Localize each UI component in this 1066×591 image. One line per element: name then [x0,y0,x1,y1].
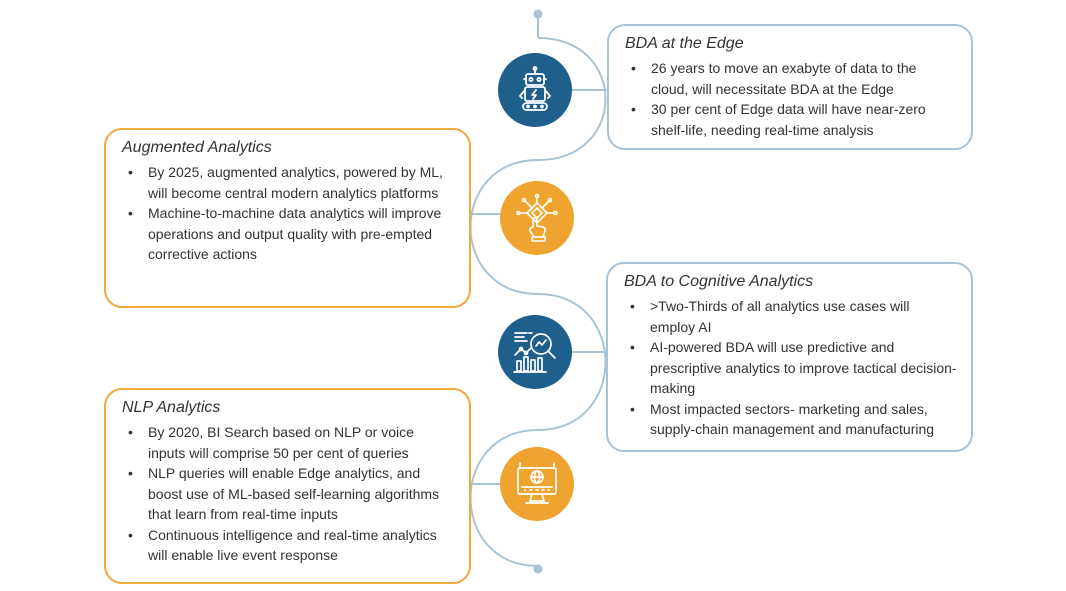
bullet-item: Machine-to-machine data analytics will i… [128,203,455,265]
bullet-item: By 2025, augmented analytics, powered by… [128,162,455,203]
card-bda-to-cognitive-analytics: BDA to Cognitive Analytics >Two-Thirds o… [606,262,973,452]
robot-icon-circle [498,53,572,127]
bullet-item: By 2020, BI Search based on NLP or voice… [128,422,455,463]
computer-globe-icon [517,462,557,504]
card-title: BDA to Cognitive Analytics [624,273,814,290]
bullet-item: >Two-Thirds of all analytics use cases w… [630,296,957,337]
bullet-list: >Two-Thirds of all analytics use cases w… [624,296,957,440]
chip-hand-icon-circle [500,181,574,255]
bullet-item: Most impacted sectors- marketing and sal… [630,399,957,440]
card-nlp-analytics: NLP Analytics By 2020, BI Search based o… [104,388,471,584]
bullet-item: NLP queries will enable Edge analytics, … [128,463,455,525]
card-title: NLP Analytics [122,399,221,416]
bullet-item: 26 years to move an exabyte of data to t… [631,58,957,99]
computer-globe-icon-circle [500,447,574,521]
card-augmented-analytics: Augmented Analytics By 2025, augmented a… [104,128,471,308]
robot-icon [519,66,551,111]
bullet-list: By 2025, augmented analytics, powered by… [122,162,455,265]
card-title: Augmented Analytics [122,139,272,156]
bullet-list: By 2020, BI Search based on NLP or voice… [122,422,455,566]
bottom-dot [533,564,543,574]
top-dot [533,9,543,19]
analytics-magnifier-icon [513,332,556,373]
bullet-item: Continuous intelligence and real-time an… [128,525,455,566]
card-title: BDA at the Edge [625,35,744,52]
bullet-list: 26 years to move an exabyte of data to t… [625,58,957,140]
bullet-item: AI-powered BDA will use predictive and p… [630,337,957,399]
bullet-item: 30 per cent of Edge data will have near-… [631,99,957,140]
chip-hand-icon [516,193,558,242]
analytics-magnifier-icon-circle [498,315,572,389]
card-bda-at-the-edge: BDA at the Edge 26 years to move an exab… [607,24,973,150]
